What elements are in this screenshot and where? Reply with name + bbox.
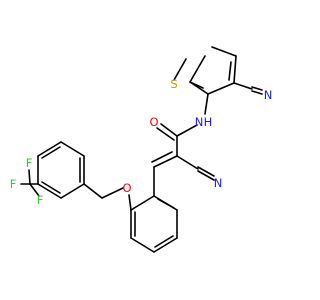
bond (28, 169, 31, 185)
bond (160, 123, 178, 137)
bond (176, 124, 198, 137)
bond (211, 46, 237, 57)
bond (153, 237, 178, 253)
bond (128, 194, 132, 211)
bond (207, 82, 235, 95)
bond (204, 93, 209, 115)
atom-label-sulfur: S (170, 77, 177, 91)
molecule-structure: S N O N H N O F F F (10, 46, 273, 253)
bond (197, 170, 215, 181)
atom-label-amide-n: N (195, 115, 204, 129)
bond (157, 198, 175, 209)
atom-label-nitrile-n-top: N (264, 88, 273, 102)
bond (60, 141, 85, 157)
atom-labels: S N O N H N O F F F (10, 77, 273, 207)
bond (41, 181, 61, 194)
bond (251, 90, 263, 95)
bond (233, 55, 237, 84)
bond (83, 183, 103, 199)
bond (173, 58, 187, 81)
bond (29, 183, 40, 197)
atom-label-ether-o: O (122, 181, 131, 195)
atom-label-amide-o: O (149, 115, 158, 129)
bond (130, 195, 155, 211)
bond (233, 82, 253, 90)
atom-label-fluorine-3: F (37, 193, 44, 207)
bond (153, 155, 178, 168)
bond (37, 141, 62, 157)
atom-label-fluorine-1: F (26, 156, 33, 170)
bond (228, 61, 232, 81)
atom-label-amide-h: H (204, 115, 213, 129)
bond (37, 183, 62, 199)
bond (151, 151, 173, 163)
bond (176, 155, 199, 170)
bond (101, 187, 124, 199)
atom-label-nitrile-n-mid: N (214, 176, 223, 190)
atom-label-fluorine-2: F (10, 177, 17, 191)
bond (251, 86, 263, 91)
bond (189, 55, 206, 83)
bond (154, 235, 174, 248)
bond (41, 146, 61, 159)
bond (130, 237, 155, 253)
bond (60, 183, 85, 199)
bond (197, 166, 215, 177)
bonds (20, 46, 263, 253)
bond (156, 127, 175, 141)
bond (189, 81, 204, 89)
